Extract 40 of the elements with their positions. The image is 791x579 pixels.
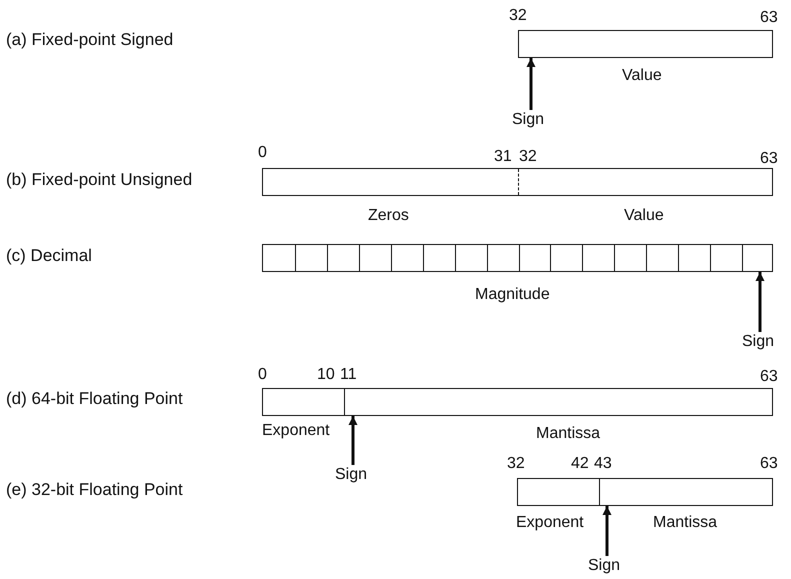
field-label: Value bbox=[624, 206, 664, 226]
bit-field-box bbox=[518, 30, 773, 58]
bit-number: 42 bbox=[571, 454, 589, 474]
bit-field-box bbox=[517, 478, 773, 506]
field-label: Mantissa bbox=[653, 513, 718, 533]
bit-number: 10 bbox=[317, 365, 335, 385]
format-title: (a) Fixed-point Signed bbox=[6, 30, 174, 50]
field-label: Mantissa bbox=[536, 424, 600, 444]
arrow bbox=[348, 416, 358, 465]
format-title: (c) Decimal bbox=[6, 246, 92, 266]
bit-number: 11 bbox=[340, 365, 357, 385]
arrow bbox=[756, 272, 764, 332]
bit-number: 32 bbox=[507, 454, 525, 474]
field-label: Value bbox=[622, 66, 662, 86]
bit-field-box bbox=[262, 168, 773, 196]
arrow bbox=[526, 58, 536, 110]
field-label: Exponent bbox=[262, 421, 330, 441]
bit-number: 63 bbox=[760, 454, 778, 474]
field-label: Magnitude bbox=[475, 285, 550, 305]
bit-number: 31 bbox=[494, 147, 512, 167]
sign-label: Sign bbox=[588, 556, 620, 576]
sign-label: Sign bbox=[335, 465, 368, 485]
format-title: (b) Fixed-point Unsigned bbox=[6, 170, 192, 190]
bit-number: 32 bbox=[519, 147, 537, 167]
bit-field-box bbox=[262, 244, 773, 272]
bit-number: 0 bbox=[258, 365, 267, 385]
bit-number: 0 bbox=[258, 143, 267, 163]
bit-number: 32 bbox=[509, 6, 527, 26]
bit-number: 43 bbox=[594, 454, 612, 474]
bit-field-box bbox=[262, 388, 773, 416]
bit-number: 63 bbox=[760, 367, 778, 387]
bit-number: 63 bbox=[760, 149, 778, 169]
sign-label: Sign bbox=[742, 332, 774, 352]
sign-label: Sign bbox=[512, 110, 544, 130]
bit-number: 63 bbox=[760, 8, 778, 28]
format-title: (d) 64-bit Floating Point bbox=[6, 389, 183, 409]
arrow bbox=[602, 506, 612, 556]
format-title: (e) 32-bit Floating Point bbox=[6, 480, 183, 500]
field-label: Exponent bbox=[516, 513, 584, 533]
field-label: Zeros bbox=[368, 206, 409, 226]
